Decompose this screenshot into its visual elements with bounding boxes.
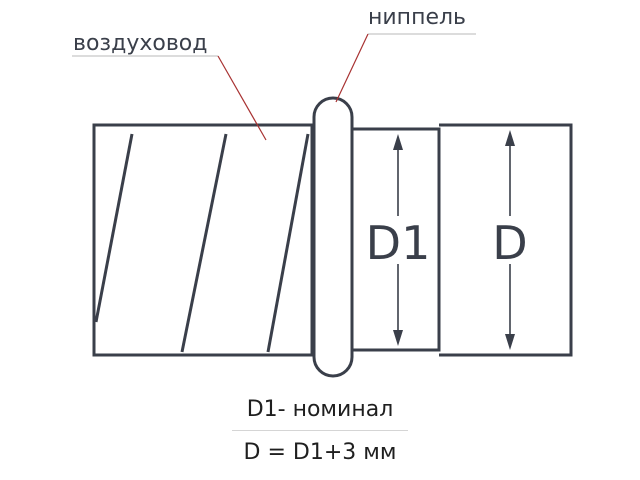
d-label: D xyxy=(492,216,527,270)
d-label-backing xyxy=(490,216,530,264)
right-duct-section xyxy=(439,123,573,357)
spiral-seam xyxy=(94,133,134,323)
d1-label: D1 xyxy=(366,216,431,270)
nipple-label: ниппель xyxy=(368,5,466,30)
spiral-seam xyxy=(266,133,310,353)
nipple-leader-line xyxy=(335,33,369,103)
spiral-seam xyxy=(180,133,228,353)
d1-label-backing xyxy=(364,216,432,264)
caption-nominal: D1- номинал xyxy=(246,397,394,422)
duct-label: воздуховод xyxy=(73,31,207,56)
caption-formula: D = D1+3 мм xyxy=(243,440,397,465)
duct-leader-line xyxy=(217,55,267,141)
caption-divider xyxy=(232,430,408,431)
nipple-ring xyxy=(312,96,354,378)
